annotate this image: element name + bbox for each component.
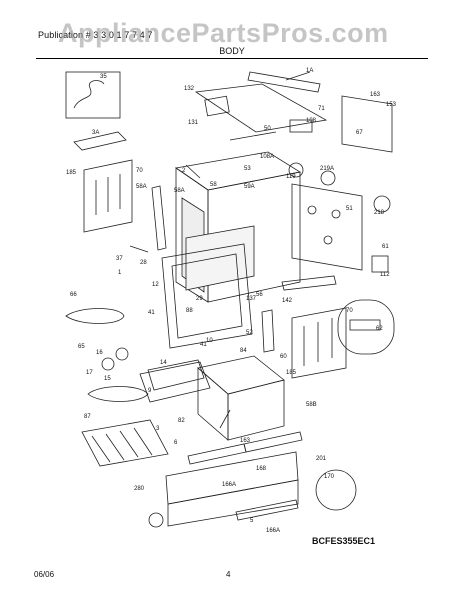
label-163: 163 <box>370 92 381 98</box>
side-panel-right <box>291 307 347 379</box>
label-142: 142 <box>282 298 293 304</box>
label-70: 70 <box>136 168 143 174</box>
label-166a-b: 166A <box>266 528 280 534</box>
diagram-code: BCFES355EC1 <box>312 536 376 546</box>
label-168: 168 <box>256 466 267 472</box>
label-51: 51 <box>346 206 353 212</box>
storage-drawer <box>165 451 299 505</box>
door-frame <box>161 243 253 349</box>
label-12: 12 <box>152 282 159 288</box>
label-82: 82 <box>178 418 185 424</box>
bottom-panel <box>197 355 285 395</box>
label-60: 60 <box>280 354 287 360</box>
label-88: 88 <box>186 308 193 314</box>
label-35: 35 <box>100 74 107 80</box>
label-108a: 108A <box>260 154 274 160</box>
label-58: 58 <box>210 182 217 188</box>
label-10: 10 <box>206 338 213 344</box>
label-14: 14 <box>160 360 167 366</box>
label-119: 119 <box>286 174 296 180</box>
label-166a: 166A <box>222 482 236 488</box>
top-bracket-1a <box>247 71 321 93</box>
label-112: 112 <box>380 272 390 278</box>
label-153: 153 <box>386 102 397 108</box>
oven-rack <box>81 419 169 467</box>
label-6: 6 <box>174 440 178 446</box>
label-5: 5 <box>250 518 254 524</box>
watermark-logo: AppliancePartsPros.com <box>58 18 389 48</box>
side-panel-left <box>83 159 133 233</box>
label-132: 132 <box>184 86 195 92</box>
top-trim-3a <box>73 131 127 151</box>
label-1a: 1A <box>306 68 313 74</box>
publication-number: Publication # 3 3 0 1 7 7 4 7 <box>38 30 153 40</box>
label-185-b: 185 <box>286 370 297 376</box>
label-280: 280 <box>134 486 145 492</box>
label-66: 66 <box>70 292 77 298</box>
label-71: 71 <box>318 106 325 112</box>
label-1: 1 <box>118 270 122 276</box>
top-cover-sheet <box>194 83 328 133</box>
label-61: 61 <box>382 244 389 250</box>
label-9: 9 <box>148 388 152 394</box>
label-16: 16 <box>96 350 103 356</box>
power-cord-inset <box>65 71 121 119</box>
back-panel-upper <box>341 95 393 153</box>
label-166-b: 163 <box>240 438 251 444</box>
label-3a: 3A <box>92 130 99 136</box>
label-37: 37 <box>116 256 123 262</box>
label-62: 62 <box>376 326 383 332</box>
label-3: 3 <box>156 426 160 432</box>
label-108: 108 <box>306 118 317 124</box>
label-50: 50 <box>264 126 271 132</box>
bake-element <box>65 308 125 324</box>
page-header: Publication # 3 3 0 1 7 7 4 7 ApplianceP… <box>0 0 464 62</box>
label-15: 15 <box>104 376 111 382</box>
label-65: 65 <box>78 344 85 350</box>
label-28: 28 <box>140 260 147 266</box>
label-58b: 58B <box>306 402 317 408</box>
label-185: 185 <box>66 170 77 176</box>
power-cord <box>73 80 105 109</box>
label-53: 53 <box>244 166 251 172</box>
label-59a: 59A <box>244 184 255 190</box>
footer-date: 06/06 <box>34 570 55 579</box>
label-67: 67 <box>356 130 363 136</box>
label-52: 52 <box>246 330 253 336</box>
label-201: 201 <box>316 456 327 462</box>
label-87: 87 <box>84 414 91 420</box>
label-41: 41 <box>148 310 155 316</box>
label-17: 17 <box>86 370 93 376</box>
label-131: 131 <box>188 120 199 126</box>
label-219a: 219A <box>320 166 334 172</box>
label-58a: 58A <box>136 184 147 190</box>
header-divider <box>36 58 428 59</box>
label-137: 137 <box>246 296 257 302</box>
label-170: 170 <box>324 474 335 480</box>
label-56: 56 <box>256 292 263 298</box>
detail-inset-170 <box>315 469 357 511</box>
section-title: BODY <box>219 46 245 56</box>
part-labels: 35 3A 185 70 1A 132 71 131 50 108 108A 1… <box>66 68 397 534</box>
label-70-right: 70 <box>346 308 353 314</box>
label-218: 218 <box>374 210 385 216</box>
label-58a-2: 58A <box>174 188 185 194</box>
label-29: 29 <box>196 296 203 302</box>
label-2: 2 <box>182 168 186 174</box>
rear-panel <box>291 183 363 271</box>
footer-page-number: 4 <box>226 570 231 579</box>
label-84: 84 <box>240 348 247 354</box>
label-41-b: 41 <box>200 342 207 348</box>
